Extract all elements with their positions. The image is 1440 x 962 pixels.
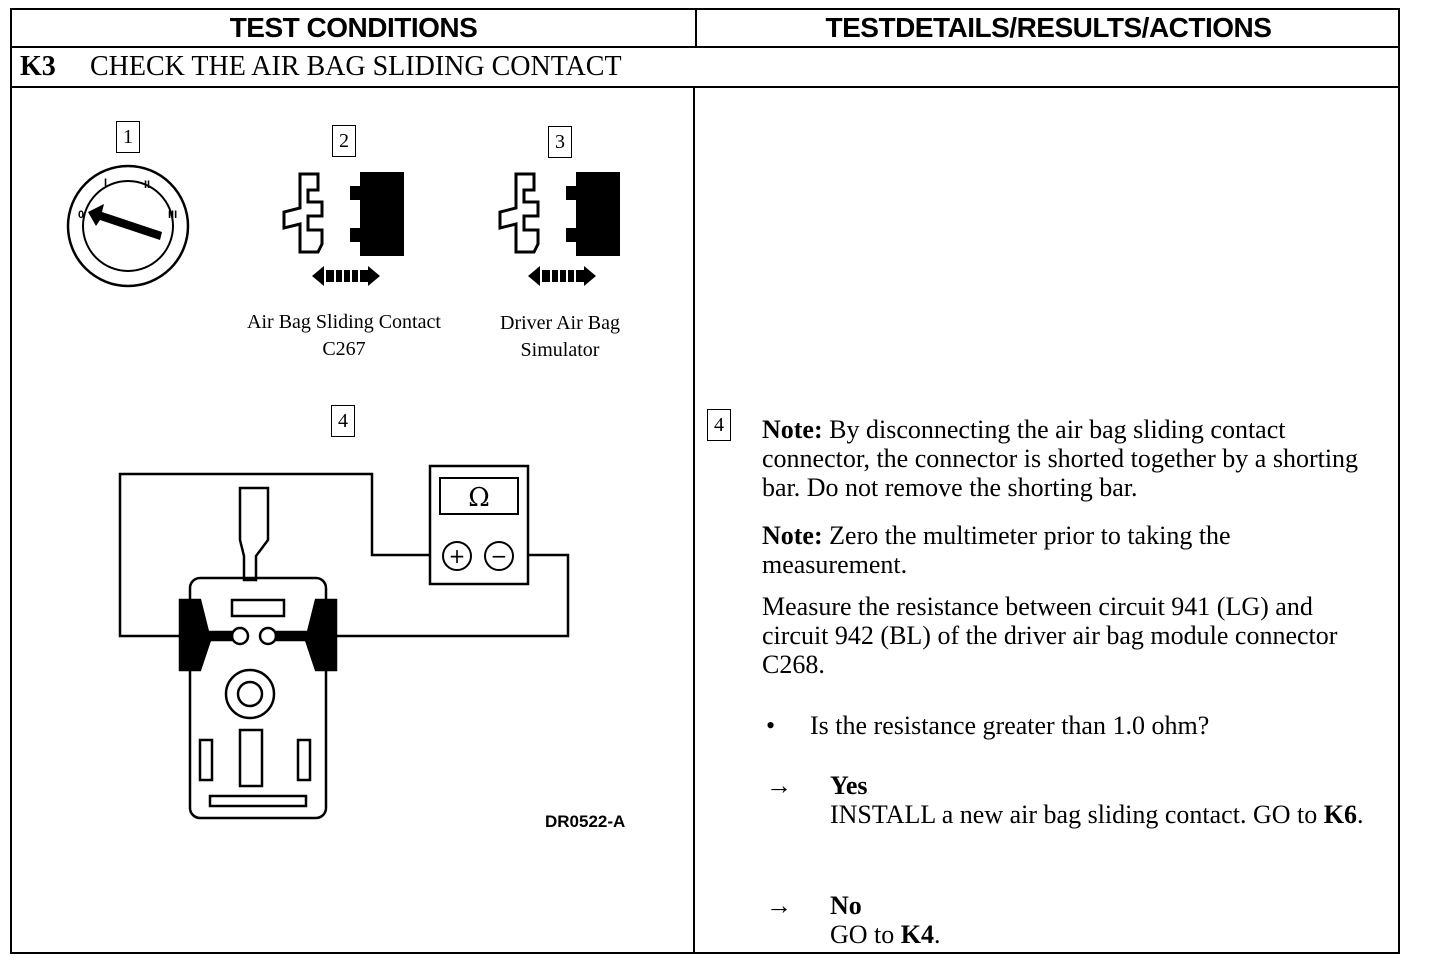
ignition-pos-2: II [144,179,150,191]
question-text: Is the resistance greater than 1.0 ohm? [810,711,1210,740]
question-row: • Is the resistance greater than 1.0 ohm? [766,711,1386,740]
no-arrow-icon: → [766,891,792,920]
ignition-switch-icon: 0 I II III [66,164,190,288]
caption-sliding-contact-line1: Air Bag Sliding Contact [247,311,441,333]
column-divider-main [693,86,695,954]
no-action: GO to K4. [830,920,941,949]
note-1: Note: By disconnecting the air bag slidi… [762,415,1382,502]
note-2-label: Note: [762,521,823,550]
caption-driver-simulator-line1: Driver Air Bag [500,312,620,334]
ignition-pos-1: I [104,177,107,189]
minus-terminal-label: − [491,544,508,568]
caption-driver-simulator: Driver Air Bag Simulator [480,310,640,364]
note-2-text: Zero the multimeter prior to taking the … [762,521,1231,579]
connector-c267-disconnected-icon [282,172,404,286]
note-2: Note: Zero the multimeter prior to takin… [762,521,1382,579]
note-1-label: Note: [762,415,823,444]
no-label: No [830,891,862,920]
sliding-contact-assembly-icon [178,486,338,820]
caption-sliding-contact: Air Bag Sliding Contact C267 [228,309,460,363]
answer-no: → No GO to K4. [766,891,1376,949]
yes-action: INSTALL a new air bag sliding contact. G… [830,800,1364,829]
test-leads [118,472,570,638]
header-test-details: TESTDETAILS/RESULTS/ACTIONS [825,12,1272,43]
simulator-connector-icon [498,172,620,286]
figure-number-1: 1 [116,121,140,153]
caption-sliding-contact-line2: C267 [322,338,366,360]
column-divider-top [695,8,697,48]
answer-yes: → Yes INSTALL a new air bag sliding cont… [766,771,1376,829]
plus-terminal-label: + [449,544,466,568]
no-goto-ref: K4 [900,920,935,949]
yes-goto-ref: K6 [1323,800,1357,829]
table-frame [10,8,1400,954]
ohm-symbol: Ω [468,483,490,513]
yes-arrow-icon: → [766,771,792,800]
ignition-pos-3: III [168,209,177,221]
header-divider [10,46,1400,48]
step-code: K3 [20,51,56,82]
step-divider [10,86,1400,88]
figure-number-4: 4 [331,405,355,437]
step-row: K3 CHECK THE AIR BAG SLIDING CONTACT [20,48,622,86]
figure-number-3: 3 [548,126,572,158]
detail-step-number: 4 [707,409,731,441]
bullet-icon: • [766,711,776,740]
header-test-conditions: TEST CONDITIONS [229,12,478,43]
yes-label: Yes [830,771,868,800]
multimeter-icon: Ω + − [428,464,530,586]
figure-number-2: 2 [332,125,356,157]
note-1-text: By disconnecting the air bag sliding con… [762,415,1359,502]
caption-driver-simulator-line2: Simulator [520,339,600,361]
figure-reference: DR0522-A [545,812,626,831]
step-title: CHECK THE AIR BAG SLIDING CONTACT [90,51,622,82]
measure-instruction: Measure the resistance between circuit 9… [762,592,1338,679]
ignition-pos-0: 0 [78,209,84,221]
